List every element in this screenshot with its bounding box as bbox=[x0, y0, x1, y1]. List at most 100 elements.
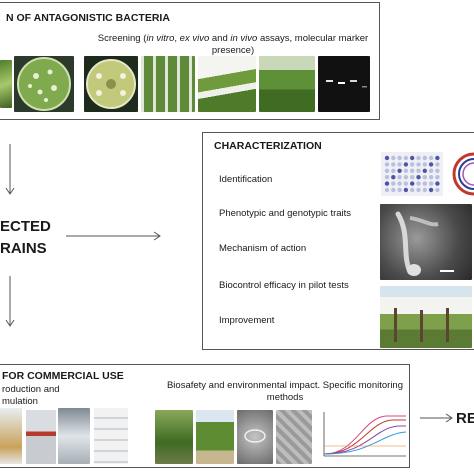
characterization-item: Phenotypic and genotypic traits bbox=[219, 208, 352, 219]
microplate-well bbox=[397, 175, 402, 180]
microplate-well bbox=[384, 187, 390, 193]
microplate-well bbox=[391, 155, 396, 161]
biosafety-label-line: methods bbox=[266, 392, 304, 403]
characterization-title: CHARACTERIZATION bbox=[214, 140, 322, 152]
screening-text-part: presence) bbox=[211, 45, 255, 56]
microplate-well bbox=[391, 187, 396, 193]
microplate-well bbox=[403, 175, 409, 180]
ex-vivo-leaves-photo bbox=[198, 56, 256, 112]
microplate-photo bbox=[381, 152, 443, 196]
microplate-well bbox=[403, 168, 409, 173]
microplate-well bbox=[416, 175, 421, 180]
fermenter-photo bbox=[26, 410, 56, 464]
microplate-well bbox=[435, 168, 440, 173]
microplate-well bbox=[422, 175, 427, 180]
microplate-well bbox=[428, 168, 434, 173]
microplate-well bbox=[435, 181, 440, 186]
orchard-trees-photo bbox=[380, 286, 472, 348]
microplate-well bbox=[410, 175, 415, 180]
microplate-well bbox=[435, 162, 440, 167]
microplate-well bbox=[410, 168, 415, 173]
genome-map-icon bbox=[452, 152, 474, 196]
microplate-well bbox=[416, 155, 421, 161]
microplate-well bbox=[416, 162, 421, 167]
gel-bands-icon bbox=[326, 80, 367, 88]
microplate-well bbox=[410, 187, 415, 193]
qpcr-amplification-plot bbox=[316, 408, 408, 464]
microplate-well bbox=[410, 181, 415, 186]
microplate-well bbox=[384, 155, 390, 161]
microplate-well bbox=[422, 155, 427, 161]
microplate-well bbox=[428, 181, 434, 186]
screening-italic-invitro: in vitro bbox=[146, 33, 175, 44]
ex-vivo-leaves-tray-photo bbox=[141, 56, 195, 112]
microplate-well bbox=[435, 187, 440, 193]
characterization-item: Identification bbox=[219, 174, 273, 185]
microplate-well bbox=[403, 162, 409, 167]
microplate-well bbox=[428, 162, 434, 167]
genome-map-photo bbox=[448, 148, 474, 200]
microplate-well bbox=[435, 175, 440, 180]
isolation-plant-photo bbox=[0, 60, 12, 108]
production-label-line: mulation bbox=[2, 396, 38, 407]
microplate-well bbox=[410, 162, 415, 167]
microplate-well bbox=[397, 168, 402, 173]
characterization-item: Mechanism of action bbox=[219, 243, 307, 254]
greenhouse-plants-photo bbox=[259, 56, 315, 112]
commercial-title: FOR COMMERCIAL USE bbox=[2, 370, 124, 382]
microplate-well bbox=[428, 175, 434, 180]
screening-italic-invivo: in vivo bbox=[230, 33, 258, 44]
leaf-surface-photo bbox=[276, 410, 312, 464]
microplate-well bbox=[422, 181, 427, 186]
formulation-bags-photo bbox=[94, 408, 128, 464]
microplate-well bbox=[422, 162, 427, 167]
microplate-well bbox=[384, 181, 390, 186]
screening-italic-exvivo: ex vivo bbox=[179, 33, 210, 44]
microplate-well bbox=[384, 168, 390, 173]
microplate-well bbox=[397, 155, 402, 161]
microplate-well bbox=[428, 155, 434, 161]
microplate-icon bbox=[384, 155, 440, 193]
production-label: roduction and mulation bbox=[2, 384, 60, 408]
microplate-well bbox=[403, 187, 409, 193]
orchard-trunks-icon bbox=[394, 308, 449, 342]
top-panel-title: N OF ANTAGONISTIC BACTERIA bbox=[6, 12, 170, 24]
microplate-well bbox=[384, 175, 390, 180]
lab-equipment-photo bbox=[58, 408, 90, 464]
leaf-microscopy-icon bbox=[244, 429, 266, 443]
biosafety-label: Biosafety and environmental impact. Spec… bbox=[150, 380, 420, 404]
in-vitro-plate-photo bbox=[84, 56, 138, 112]
sem-micrograph-photo bbox=[380, 204, 472, 280]
leaf-sem-photo bbox=[237, 410, 273, 464]
microplate-well bbox=[391, 162, 396, 167]
microplate-well bbox=[391, 175, 396, 180]
release-label-partial: RE bbox=[456, 410, 474, 427]
microplate-well bbox=[397, 162, 402, 167]
microplate-well bbox=[422, 187, 427, 193]
amplification-curves-icon bbox=[323, 412, 407, 457]
microplate-well bbox=[416, 181, 421, 186]
microplate-well bbox=[403, 181, 409, 186]
screening-text-part: , bbox=[174, 33, 180, 44]
field-grove-photo bbox=[155, 410, 193, 464]
selected-strains-line1: ECTED bbox=[0, 218, 51, 235]
selected-strains-line2: RAINS bbox=[0, 240, 47, 257]
microplate-well bbox=[384, 162, 390, 167]
microplate-well bbox=[397, 181, 402, 186]
microplate-well bbox=[397, 187, 402, 193]
screening-text: Screening (in vitro, ex vivo and in vivo… bbox=[88, 33, 378, 57]
biosafety-label-line: Biosafety and environmental impact. Spec… bbox=[166, 380, 404, 391]
microplate-well bbox=[391, 181, 396, 186]
microplate-well bbox=[403, 155, 409, 161]
orchard-row-photo bbox=[196, 410, 234, 464]
inhibition-plate-icon bbox=[86, 59, 136, 109]
microplate-well bbox=[416, 168, 421, 173]
microplate-well bbox=[422, 168, 427, 173]
bacterium-sem-icon bbox=[395, 211, 454, 276]
characterization-item: Improvement bbox=[219, 315, 275, 326]
microplate-well bbox=[435, 155, 440, 161]
screening-text-part: assays, molecular marker bbox=[257, 33, 369, 44]
microplate-well bbox=[391, 168, 396, 173]
flasks-photo bbox=[0, 408, 22, 464]
production-label-line: roduction and bbox=[2, 384, 60, 395]
